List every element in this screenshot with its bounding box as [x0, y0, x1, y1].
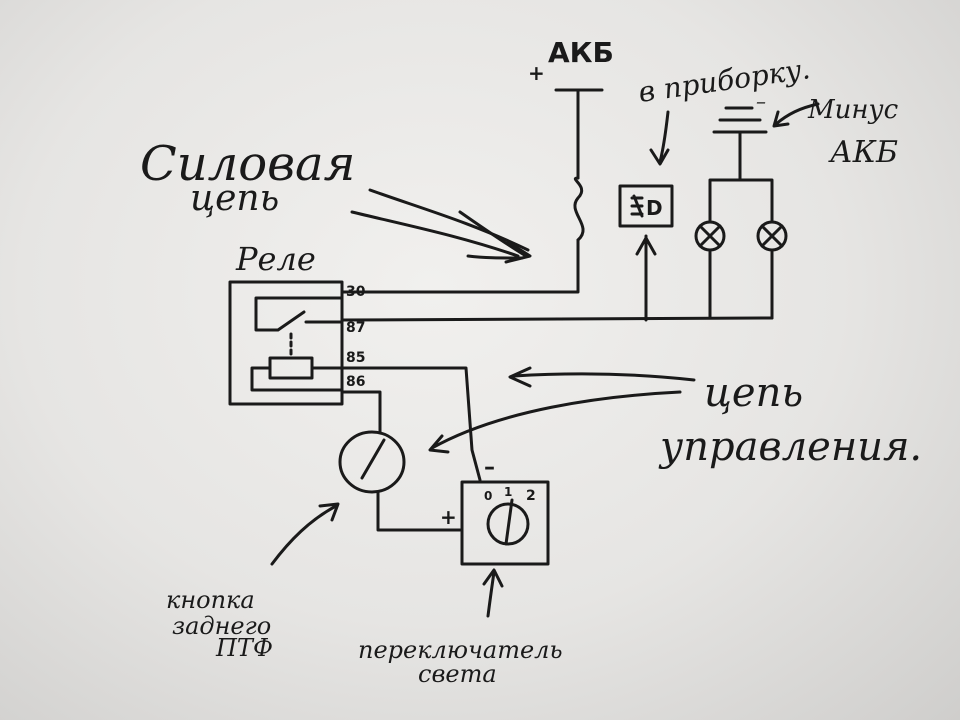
light-switch-label-line2: света: [418, 660, 497, 688]
wire-lamps-top: [708, 178, 774, 224]
wire-85-to-switch: [340, 366, 482, 482]
power-circuit-label-line1: Силовая: [140, 136, 355, 192]
relay-pin-30: 30: [346, 284, 366, 300]
light-switch-pointer: [504, 498, 514, 546]
dash-indicator-box: [618, 184, 674, 228]
relay-pin-85: 85: [346, 350, 365, 366]
rear-fog-button-label-line2: заднего: [172, 612, 271, 640]
control-circuit-label-line1: цепь: [704, 370, 803, 416]
switch-position-1: 1: [504, 485, 512, 499]
relay-box: [228, 280, 344, 406]
wire-87-load: [340, 316, 774, 322]
fuse-symbol: [573, 176, 585, 242]
switch-minus-sign: –: [484, 455, 495, 480]
arrow-power-4: [458, 210, 528, 258]
to-dashboard-label: в приборку.: [636, 52, 812, 109]
switch-position-2: 2: [526, 488, 536, 504]
lamp-right-cross: [760, 224, 784, 248]
dash-indicator-symbol: [630, 194, 644, 218]
arrow-switch-label: [482, 568, 504, 618]
battery-minus-label-line2: АКБ: [828, 135, 898, 170]
light-switch-knob: [486, 502, 530, 546]
battery-plus-sign: +: [528, 61, 545, 85]
rear-fog-button-label-line1: кнопка: [166, 586, 255, 614]
light-switch-label-line1: переключатель: [358, 636, 563, 664]
rear-fog-button-symbol: [338, 430, 406, 494]
light-switch-box: [460, 480, 550, 566]
arrow-to-ground: [772, 102, 820, 128]
relay-contact: [254, 296, 344, 332]
wire-86-to-button: [340, 390, 382, 434]
wire-button-to-switch: [376, 490, 462, 532]
ground-minus-sign: –: [756, 89, 766, 113]
rear-fog-button-contact: [360, 438, 386, 480]
arrow-control-2: [428, 390, 682, 454]
relay-coil-86-lead: [250, 366, 344, 392]
power-circuit-label-line2: цепь: [190, 178, 279, 219]
battery-label: АКБ: [548, 36, 614, 69]
relay-label: Реле: [235, 240, 316, 278]
arrow-power-2: [350, 210, 520, 258]
switch-position-0: 0: [484, 489, 492, 503]
arrow-control-1: [508, 366, 696, 388]
relay-coil: [268, 356, 314, 380]
dash-indicator-letter: D: [646, 196, 663, 220]
lamp-left-cross: [698, 224, 722, 248]
switch-plus-sign: +: [440, 505, 457, 529]
arrow-to-dash: [649, 110, 670, 166]
battery-minus-label-line1: Минус: [807, 95, 899, 125]
wire-30-to-fuse: [340, 238, 580, 294]
control-circuit-label-line2: управления.: [658, 424, 922, 470]
relay-pin-87: 87: [346, 320, 365, 336]
rear-fog-button-label-line3: ПТФ: [215, 634, 273, 662]
relay-pin-86: 86: [346, 374, 365, 390]
arrow-button-label: [270, 502, 340, 566]
arrow-power-3: [466, 254, 524, 260]
arrow-power-head: [504, 240, 532, 264]
arrow-to-indicator: [635, 236, 657, 256]
